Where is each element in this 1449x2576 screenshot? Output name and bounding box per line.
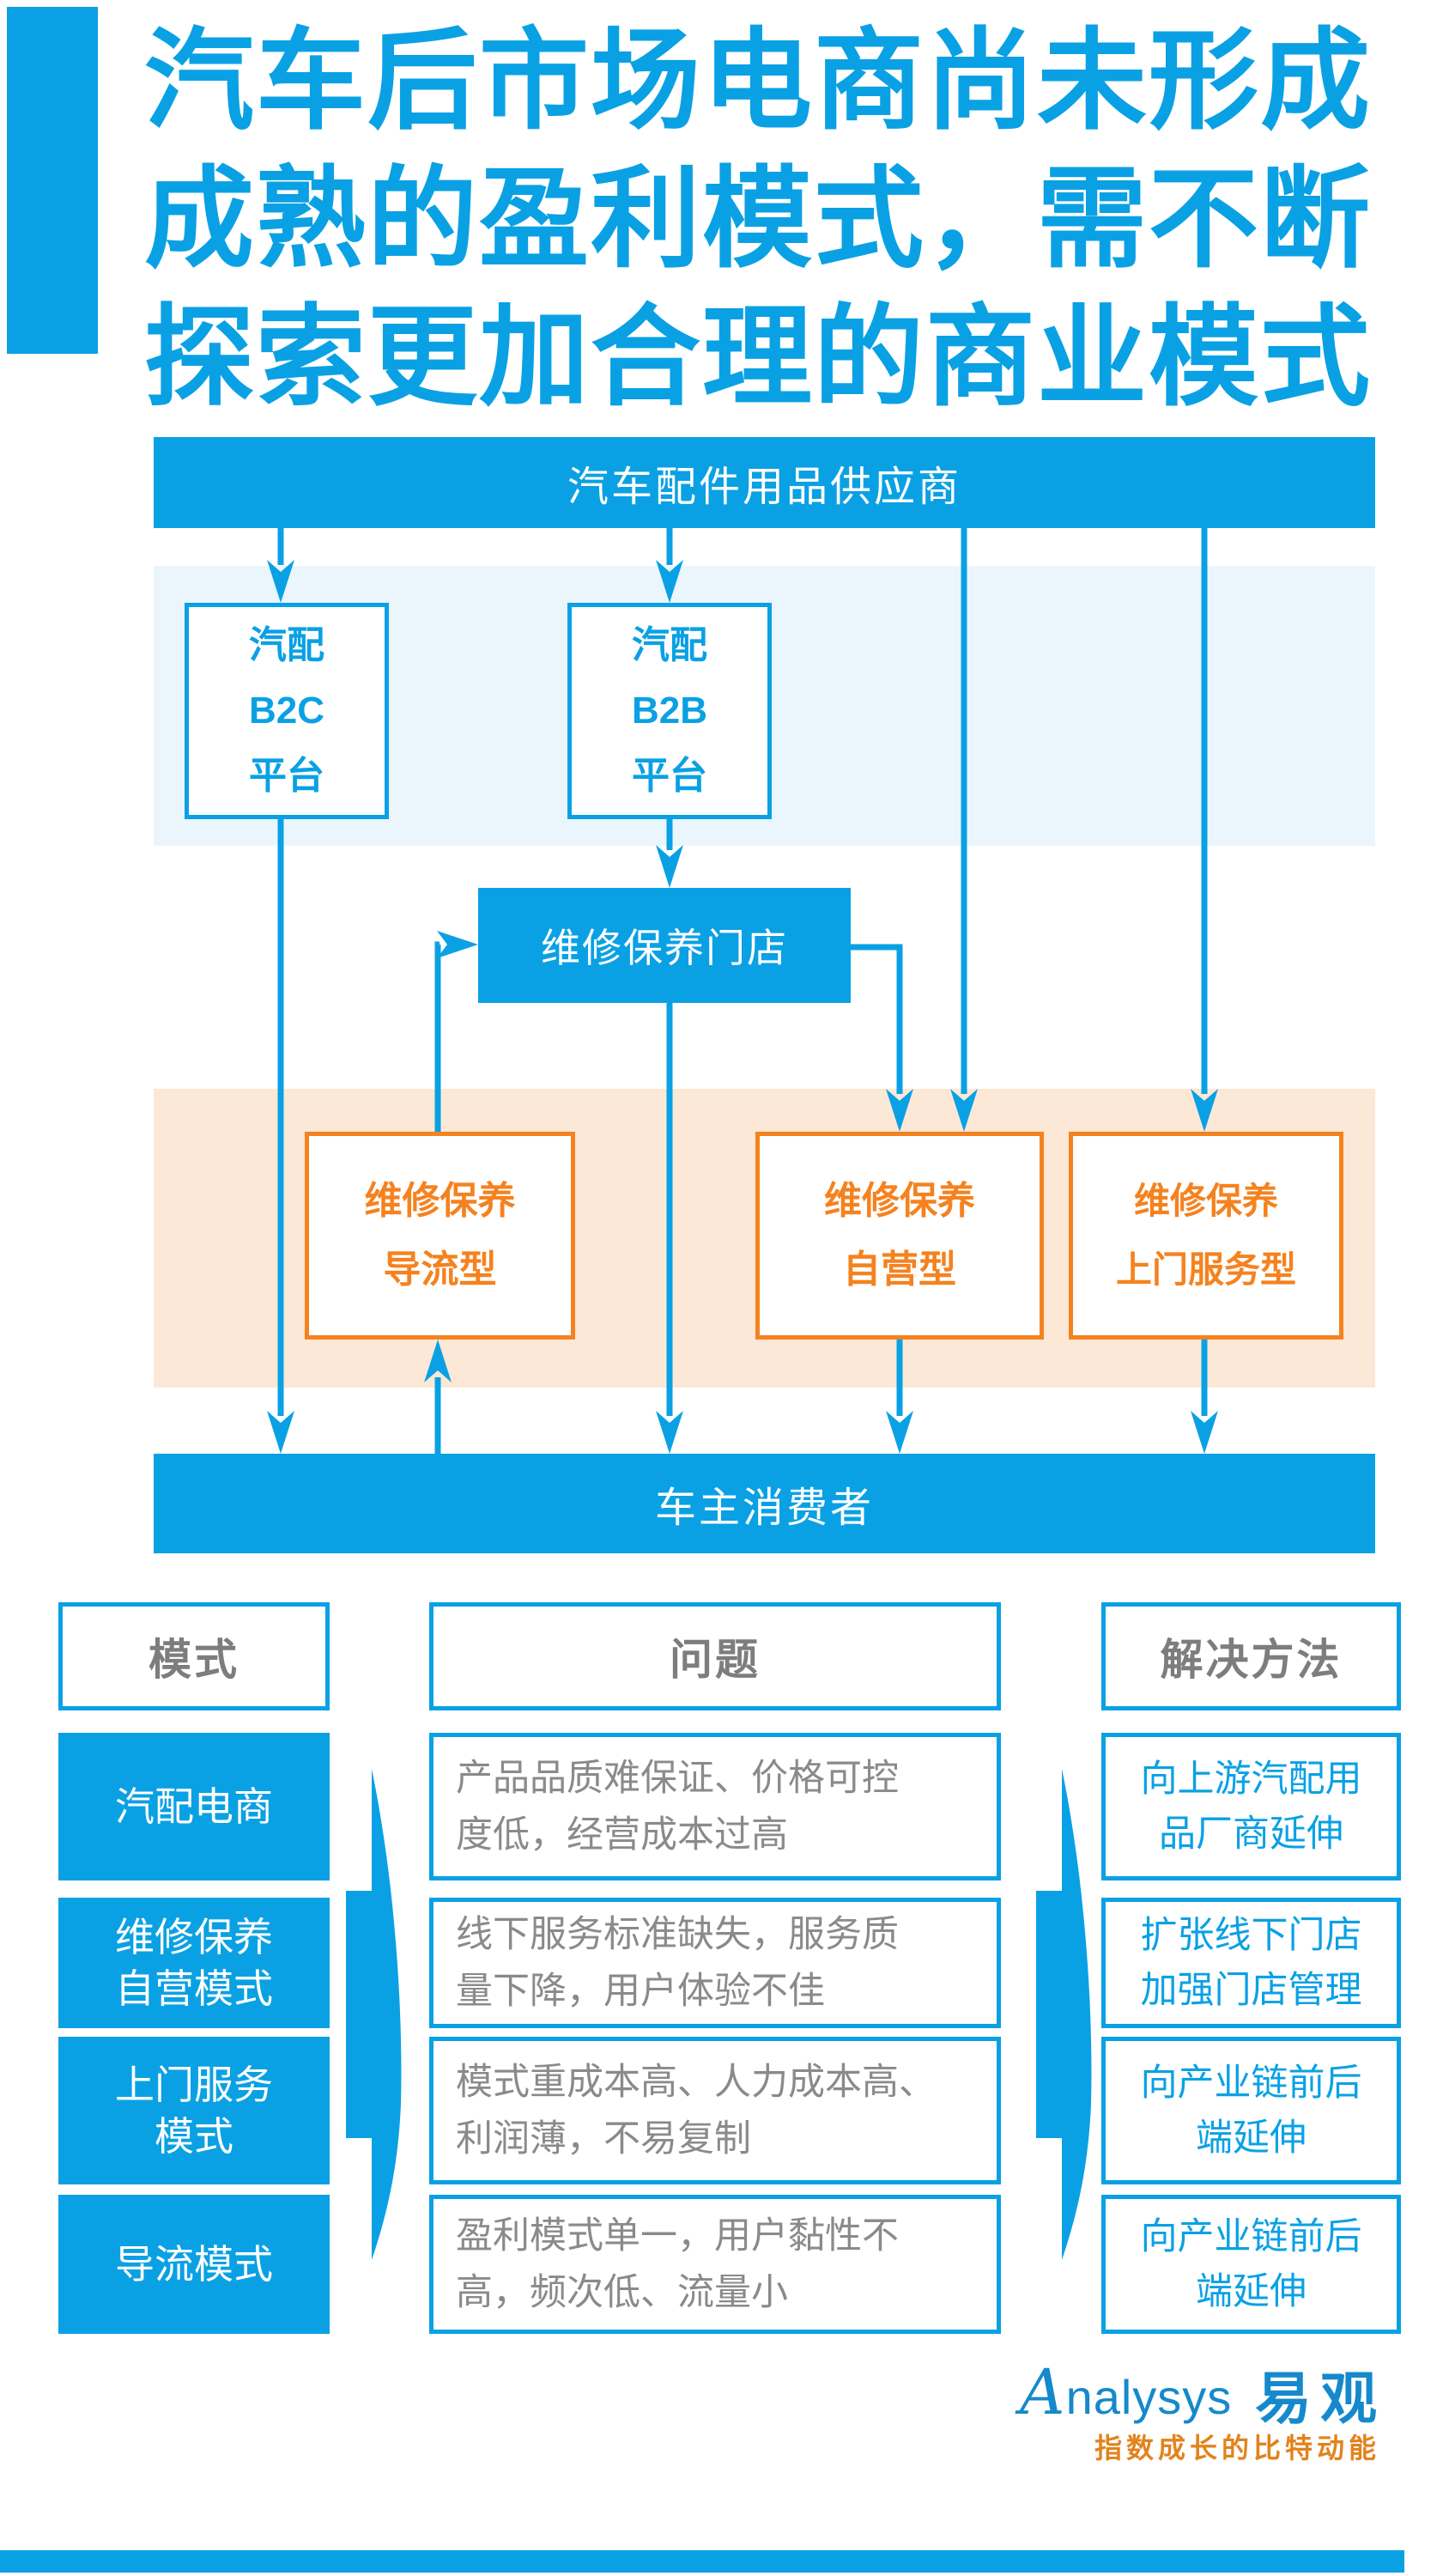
row3-problem: 模式重成本高、人力成本高、 利润薄，不易复制 <box>429 2037 1001 2184</box>
arrow-supplier-to-onsite <box>1191 528 1218 1132</box>
supplier-bar: 汽车配件用品供应商 <box>154 437 1375 528</box>
swoosh-arrow-modes-to-problems <box>346 1769 402 2260</box>
footer-bar <box>0 2550 1404 2573</box>
service-onsite-box: 维修保养 上门服务型 <box>1069 1132 1343 1340</box>
row1-solution: 向上游汽配用 品厂商延伸 <box>1101 1733 1401 1880</box>
consumer-bar: 车主消费者 <box>154 1454 1375 1553</box>
arrow-consumer-to-leadgen <box>424 1340 452 1454</box>
brand-stripe <box>7 7 98 354</box>
row4-mode: 导流模式 <box>58 2195 330 2334</box>
page-title: 汽车后市场电商尚未形成 成熟的盈利模式，需不断 探索更加合理的商业模式 <box>144 12 1406 427</box>
service-leadgen-box: 维修保养 导流型 <box>305 1132 575 1340</box>
row2-mode: 维修保养 自营模式 <box>58 1898 330 2028</box>
title-line-2: 成熟的盈利模式，需不断 <box>144 158 1373 281</box>
title-line-1: 汽车后市场电商尚未形成 <box>144 20 1373 143</box>
header-problem: 问题 <box>429 1602 1001 1710</box>
row1-problem: 产品品质难保证、价格可控 度低，经营成本过高 <box>429 1733 1001 1880</box>
repair-store-box: 维修保养门店 <box>478 888 851 1003</box>
arrow-store-to-consumer <box>656 1003 683 1454</box>
row4-problem: 盈利模式单一，用户黏性不 高，频次低、流量小 <box>429 2195 1001 2334</box>
arrow-supplier-to-b2c <box>267 528 294 603</box>
row3-mode: 上门服务 模式 <box>58 2037 330 2184</box>
b2b-platform-box: 汽配 B2B 平台 <box>567 603 772 819</box>
arrow-supplier-to-selfrun <box>950 528 978 1132</box>
analysys-logo-wordmark: Analysys <box>1020 2356 1233 2429</box>
row3-solution: 向产业链前后 端延伸 <box>1101 2037 1401 2184</box>
analysys-logo-chinese: 易观 <box>1255 2366 1385 2430</box>
row2-solution: 扩张线下门店 加强门店管理 <box>1101 1898 1401 2028</box>
row1-mode: 汽配电商 <box>58 1733 330 1880</box>
brand-tagline: 指数成长的比特动能 <box>1094 2433 1380 2464</box>
arrow-selfrun-to-consumer <box>886 1340 913 1454</box>
arrow-b2c-to-consumer <box>267 819 294 1454</box>
arrow-leadgen-to-store <box>434 931 478 1132</box>
header-solution: 解决方法 <box>1101 1602 1401 1710</box>
service-selfrun-box: 维修保养 自营型 <box>755 1132 1044 1340</box>
arrow-b2b-to-store <box>656 819 683 888</box>
arrow-store-to-selfrun <box>851 944 913 1132</box>
arrow-onsite-to-consumer <box>1191 1340 1218 1454</box>
title-line-3: 探索更加合理的商业模式 <box>144 296 1373 419</box>
b2c-platform-box: 汽配 B2C 平台 <box>185 603 389 819</box>
row2-problem: 线下服务标准缺失，服务质 量下降，用户体验不佳 <box>429 1898 1001 2028</box>
arrow-supplier-to-b2b <box>656 528 683 603</box>
header-mode: 模式 <box>58 1602 330 1710</box>
row4-solution: 向产业链前后 端延伸 <box>1101 2195 1401 2334</box>
swoosh-arrow-problems-to-solutions <box>1036 1769 1092 2260</box>
